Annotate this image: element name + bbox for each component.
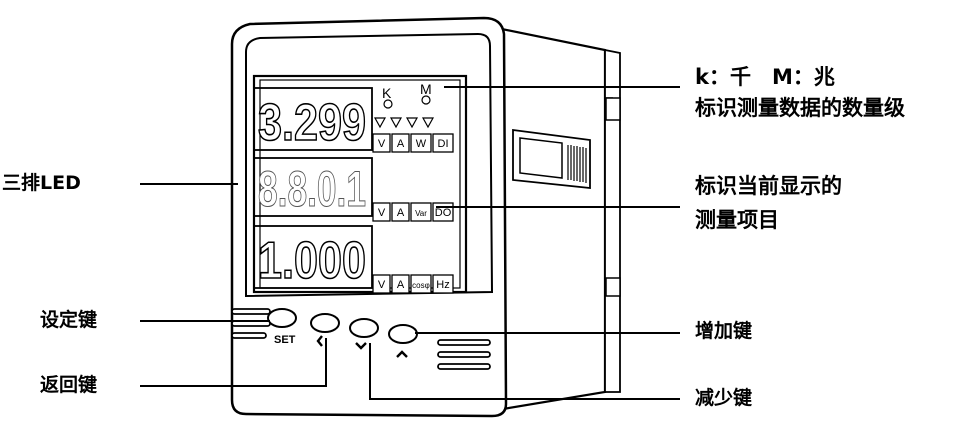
leader-down-key	[369, 343, 680, 400]
unit-label-row2-1: V	[378, 207, 386, 219]
mag-m-label: M	[420, 81, 432, 97]
chevron-up-icon	[396, 350, 408, 358]
set-button[interactable]: SET	[267, 308, 297, 346]
led-row-3: 1.000	[257, 231, 367, 291]
front-buttons: SET	[267, 308, 418, 358]
unit-label-row3-4: Hz	[436, 279, 449, 291]
unit-box	[432, 274, 454, 294]
unit-label-row1-2: A	[397, 138, 405, 150]
unit-label-row2-3: Var	[415, 209, 427, 218]
chevron-down-icon	[355, 342, 367, 350]
unit-box	[391, 202, 410, 222]
led-label: 三排LED	[2, 172, 81, 194]
unit-box	[372, 133, 391, 153]
led-row-2-value: 8.8.0.1	[258, 161, 366, 217]
unit-label-row2-2: A	[397, 207, 405, 219]
led-row-3-value: 1.000	[258, 232, 366, 290]
unit-box	[391, 274, 410, 294]
back-button[interactable]	[310, 313, 340, 347]
left-grille	[231, 308, 271, 339]
unit-box	[372, 274, 391, 294]
units-note: k：千 M：兆	[695, 65, 835, 89]
unit-box	[372, 202, 391, 222]
unit-label-row3-2: A	[397, 279, 405, 291]
down-key-label: 减少键	[695, 387, 753, 409]
led-row-frames	[253, 87, 373, 289]
unit-label-row1-1: V	[378, 138, 386, 150]
magnitude-indicators: K M	[373, 81, 435, 129]
item-label-line1: 标识当前显示的	[695, 174, 842, 198]
unit-label-row1-3: W	[416, 138, 427, 150]
led-row-2: 8.8.0.1	[258, 161, 367, 218]
unit-box	[391, 133, 410, 153]
mag-m-led	[421, 95, 431, 105]
led-row-1: 3.299	[257, 93, 367, 153]
meter-front-bezel	[230, 16, 508, 418]
units-note-line2: 标识测量数据的数量级	[695, 96, 905, 120]
meter-side-body	[495, 26, 621, 412]
back-key-label: 返回键	[40, 374, 98, 396]
unit-label-row3-3: cosφ	[412, 281, 430, 290]
mag-k-label: K	[382, 85, 392, 101]
side-clip-ridges	[567, 145, 587, 183]
unit-label-row1-4: DI	[438, 138, 449, 150]
down-button[interactable]	[349, 318, 379, 350]
leader-lines	[140, 86, 680, 400]
chevron-left-icon	[316, 335, 323, 347]
unit-label-row3-1: V	[378, 279, 386, 291]
set-key-label: 设定键	[40, 309, 98, 331]
leader-back-key	[140, 338, 327, 387]
unit-box	[410, 133, 432, 153]
triangle-indicators	[373, 117, 435, 129]
up-key-label: 增加键	[695, 320, 753, 342]
unit-box	[410, 202, 432, 222]
item-label-line2: 测量项目	[695, 208, 779, 232]
right-grille	[437, 339, 491, 370]
led-row-1-value: 3.299	[258, 94, 366, 152]
unit-label-row2-4: DO	[435, 207, 452, 219]
set-button-label: SET	[274, 334, 296, 346]
unit-box	[432, 133, 454, 153]
unit-box	[410, 274, 432, 294]
mag-k-led	[383, 99, 393, 109]
